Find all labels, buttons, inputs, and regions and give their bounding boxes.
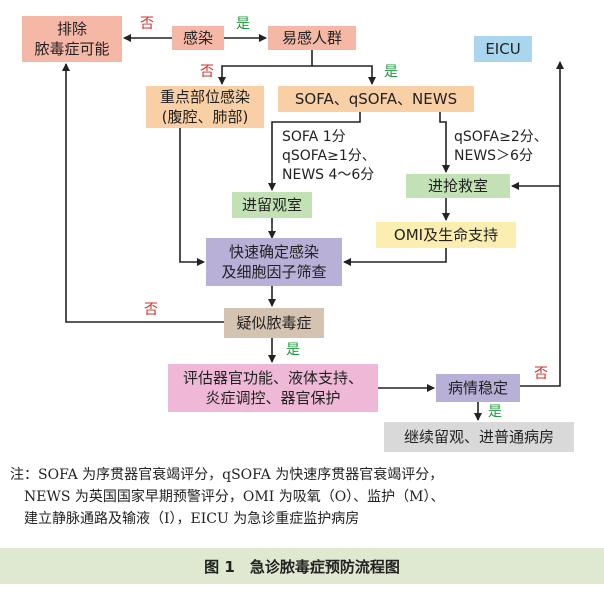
stable-label: 病情稳定 bbox=[447, 379, 508, 397]
assess-line-2: 炎症调控、器官保护 bbox=[205, 389, 341, 407]
caption-text: 图 1 急诊脓毒症预防流程图 bbox=[204, 557, 400, 576]
continue-label: 继续留观、进普通病房 bbox=[403, 428, 554, 446]
high-score-conditions: qSOFA≥2分、 NEWS＞6分 bbox=[454, 128, 548, 166]
eicu-box: EICU bbox=[474, 36, 532, 62]
sepsis-prevention-flowchart: 排除 脓毒症可能 感染 易感人群 重点部位感染 (腹腔、肺部) SOFA、qSO… bbox=[22, 16, 574, 452]
key-site-line-1: 重点部位感染 bbox=[159, 88, 250, 106]
arrow-keysite-to-confirm bbox=[179, 126, 205, 266]
label-yes-susceptible: 是 bbox=[384, 64, 398, 80]
label-yes-suspected: 是 bbox=[286, 342, 300, 358]
observation-room-box: 进留观室 bbox=[232, 192, 312, 218]
susceptible-box: 易感人群 bbox=[268, 26, 356, 50]
suspected-label: 疑似脓毒症 bbox=[236, 314, 312, 332]
key-site-line-2: (腹腔、肺部) bbox=[161, 108, 249, 126]
exclude-sepsis-box: 排除 脓毒症可能 bbox=[22, 16, 122, 62]
resuscitation-label: 进抢救室 bbox=[427, 177, 488, 195]
note-line-1: 注：SOFA 为序贯器官衰竭评分，qSOFA 为快速序贯器官衰竭评分， bbox=[10, 467, 444, 483]
label-no-infection: 否 bbox=[140, 16, 154, 32]
arrow-stable-to-eicu bbox=[520, 162, 561, 387]
observation-label: 进留观室 bbox=[241, 196, 302, 214]
rapid-confirm-box: 快速确定感染 及细胞因子筛查 bbox=[206, 238, 342, 286]
label-no-stable: 否 bbox=[534, 366, 548, 382]
exclude-line-1: 排除 bbox=[56, 20, 87, 38]
label-yes-infection: 是 bbox=[236, 16, 250, 32]
arrow-susceptible-to-branches bbox=[218, 50, 313, 85]
note-line-3: 建立静脉通路及输液（I），EICU 为急诊重症监护病房 bbox=[24, 511, 360, 527]
confirm-line-1: 快速确定感染 bbox=[228, 243, 319, 261]
continue-observation-box: 继续留观、进普通病房 bbox=[384, 422, 574, 452]
label-no-susceptible: 否 bbox=[200, 64, 214, 80]
low-cond-line-1: SOFA 1分 bbox=[282, 129, 346, 145]
omi-label: OMI及生命支持 bbox=[393, 226, 499, 244]
flow-connectors bbox=[62, 34, 564, 421]
arrow-scores-to-observe bbox=[268, 112, 361, 191]
stable-condition-box: 病情稳定 bbox=[436, 374, 520, 402]
assess-line-1: 评估器官功能、液体支持、 bbox=[182, 369, 363, 387]
key-site-infection-box: 重点部位感染 (腹腔、肺部) bbox=[146, 86, 264, 128]
figure-note: 注：SOFA 为序贯器官衰竭评分，qSOFA 为快速序贯器官衰竭评分， NEWS… bbox=[10, 464, 596, 530]
low-cond-line-3: NEWS 4～6分 bbox=[282, 167, 375, 183]
figure-caption: 图 1 急诊脓毒症预防流程图 bbox=[0, 548, 604, 584]
susceptible-label: 易感人群 bbox=[281, 29, 342, 47]
infection-box: 感染 bbox=[172, 26, 224, 50]
eicu-label: EICU bbox=[485, 40, 521, 58]
arrow-scores-to-resus bbox=[439, 112, 450, 173]
organ-assessment-box: 评估器官功能、液体支持、 炎症调控、器官保护 bbox=[168, 364, 378, 412]
arrow-suspected-to-exclude bbox=[62, 63, 224, 323]
label-no-suspected: 否 bbox=[144, 302, 158, 318]
low-cond-line-2: qSOFA≥1分、 bbox=[282, 148, 376, 164]
omi-life-support-box: OMI及生命支持 bbox=[376, 222, 516, 248]
high-cond-line-1: qSOFA≥2分、 bbox=[454, 129, 548, 145]
high-cond-line-2: NEWS＞6分 bbox=[454, 148, 533, 164]
suspected-sepsis-box: 疑似脓毒症 bbox=[224, 308, 324, 338]
scoring-label: SOFA、qSOFA、NEWS bbox=[294, 90, 458, 108]
resuscitation-room-box: 进抢救室 bbox=[406, 174, 510, 198]
exclude-line-2: 脓毒症可能 bbox=[34, 40, 110, 58]
low-score-conditions: SOFA 1分 qSOFA≥1分、 NEWS 4～6分 bbox=[282, 128, 376, 185]
scoring-box: SOFA、qSOFA、NEWS bbox=[278, 86, 474, 112]
infection-label: 感染 bbox=[182, 29, 213, 47]
confirm-line-2: 及细胞因子筛查 bbox=[221, 263, 327, 281]
note-line-2: NEWS 为英国国家早期预警评分，OMI 为吸氧（O）、监护（M）、 bbox=[24, 489, 445, 505]
label-yes-stable: 是 bbox=[488, 404, 502, 420]
arrow-omi-to-confirm bbox=[343, 248, 447, 266]
